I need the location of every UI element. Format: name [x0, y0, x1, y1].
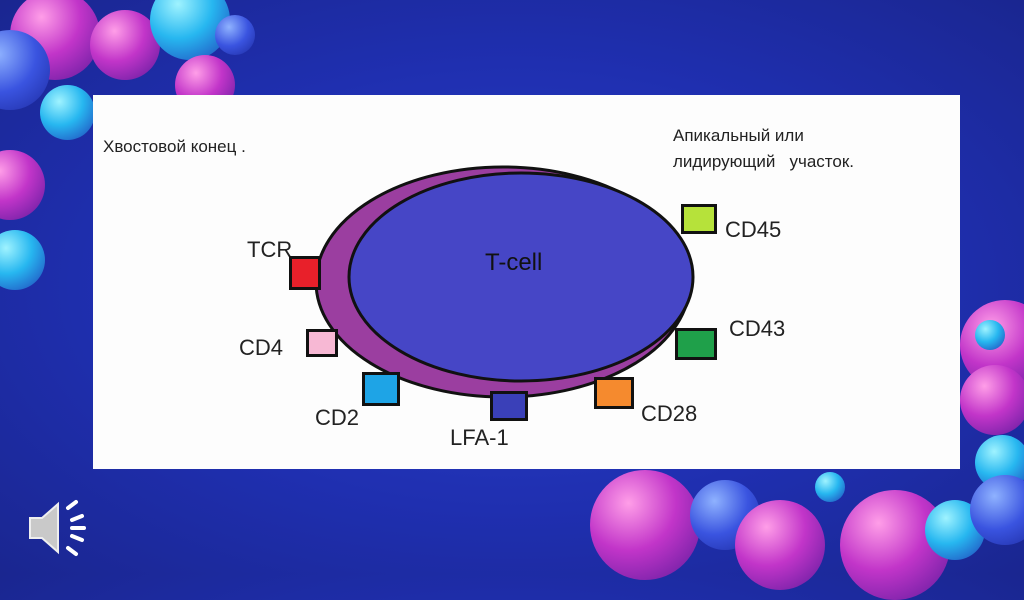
- t-cell-diagram: T-cell: [314, 165, 695, 399]
- decor-bubble: [960, 365, 1024, 435]
- label-cd2: CD2: [315, 405, 360, 430]
- label-cd28: CD28: [641, 401, 698, 426]
- diagram-panel: Хвостовой конец . Апикальный или лидирую…: [93, 95, 960, 469]
- label-cd43: CD43: [729, 316, 786, 341]
- cell-label: T-cell: [485, 249, 542, 276]
- marker-cd4: [306, 329, 338, 357]
- marker-cd28: [594, 377, 634, 409]
- label-lfa1: LFA-1: [450, 425, 509, 450]
- label-cd45: CD45: [725, 217, 782, 242]
- marker-cd43: [675, 328, 717, 360]
- label-cd4: CD4: [239, 335, 284, 360]
- label-tcr: TCR: [247, 237, 293, 262]
- marker-lfa1: [490, 391, 528, 421]
- decor-bubble: [0, 150, 45, 220]
- decor-bubble: [970, 475, 1024, 545]
- decor-bubble: [90, 10, 160, 80]
- decor-bubble: [735, 500, 825, 590]
- speaker-icon[interactable]: [24, 496, 94, 565]
- decor-bubble: [215, 15, 255, 55]
- caption-leading-edge: Апикальный или лидирующий участок.: [673, 126, 855, 171]
- decor-bubble: [815, 472, 845, 502]
- decor-bubble: [0, 230, 45, 290]
- caption-tail-end: Хвостовой конец .: [103, 137, 246, 156]
- marker-cd2: [362, 372, 400, 406]
- cell-body-inner: [347, 171, 695, 383]
- decor-bubble: [590, 470, 700, 580]
- marker-cd45: [681, 204, 717, 234]
- decor-bubble: [40, 85, 95, 140]
- marker-tcr: [289, 256, 321, 290]
- decor-bubble: [975, 320, 1005, 350]
